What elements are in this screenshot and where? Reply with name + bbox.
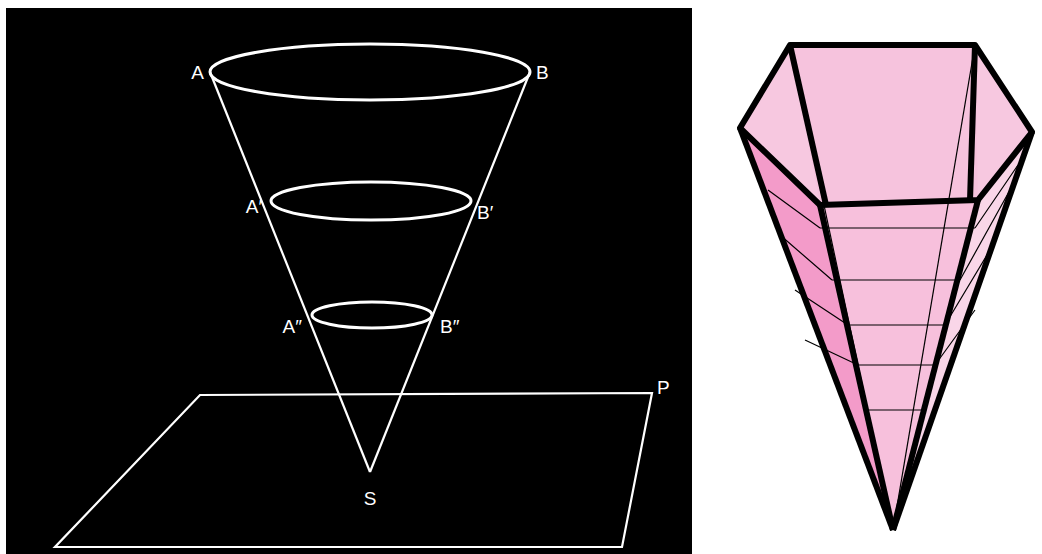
point-label: A″ xyxy=(283,317,302,336)
point-label: B xyxy=(536,63,549,82)
hexagonal-pyramid xyxy=(740,45,1032,530)
point-label: A xyxy=(191,63,204,82)
point-label: B″ xyxy=(440,317,459,336)
plane xyxy=(55,393,652,547)
point-label: P xyxy=(657,378,670,397)
cone-figure xyxy=(55,44,652,547)
point-label: A′ xyxy=(246,197,262,216)
blackboard xyxy=(6,8,692,554)
point-label: B′ xyxy=(477,203,493,222)
point-label: S xyxy=(364,489,377,508)
